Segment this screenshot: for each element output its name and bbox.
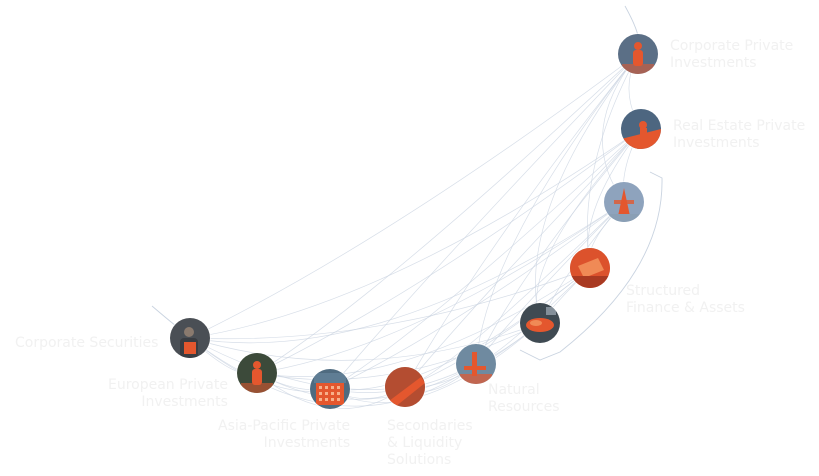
node-unlabeled-node-3[interactable] <box>604 182 644 222</box>
connection-arc <box>475 128 642 365</box>
node-label-secondaries-liquidity-solutions: Secondaries & Liquidity Solutions <box>387 418 473 468</box>
connection-arc <box>256 53 639 374</box>
node-label-corporate-securities: Corporate Securities <box>15 335 159 351</box>
connection-arc <box>189 201 625 344</box>
bracket-line <box>151 305 177 327</box>
node-label-asia-pacific-private-investments: Asia-Pacific Private Investments <box>218 418 351 451</box>
connection-arc <box>329 53 639 390</box>
node-corporate-private-investments[interactable] <box>618 34 658 74</box>
node-photo <box>604 182 644 222</box>
node-real-estate-private-investments[interactable] <box>621 109 661 149</box>
connection-arc <box>404 53 639 388</box>
connection-arc <box>189 337 406 390</box>
connection-arc <box>256 201 625 374</box>
connection-arc <box>189 322 541 361</box>
node-photo <box>237 353 277 393</box>
node-label-corporate-private-investments: Corporate Private Investments <box>670 38 794 71</box>
node-photo <box>618 34 658 74</box>
node-label-structured-finance-assets: Structured Finance & Assets <box>626 283 745 316</box>
node-label-real-estate-private-investments: Real Estate Private Investments <box>673 118 806 151</box>
connection-arc <box>256 363 477 400</box>
connection-arc <box>189 267 591 340</box>
node-corporate-securities[interactable] <box>170 318 210 358</box>
node-photo <box>385 367 425 407</box>
node-photo <box>520 303 560 343</box>
bracket-line <box>519 171 663 361</box>
bracket-line <box>624 5 639 37</box>
node-unlabeled-node-5[interactable] <box>520 303 560 343</box>
node-european-private-investments[interactable] <box>237 353 277 393</box>
connection-arc <box>256 267 591 377</box>
node-secondaries-liquidity-solutions[interactable] <box>385 367 425 407</box>
connection-arc <box>189 128 642 339</box>
connection-arc <box>404 201 625 388</box>
connection-arc <box>329 201 625 390</box>
node-photo <box>310 369 350 409</box>
node-asia-pacific-private-investments[interactable] <box>310 369 350 409</box>
connection-arc <box>256 128 642 374</box>
connection-arc <box>329 128 642 390</box>
connection-arc <box>475 53 639 365</box>
node-label-natural-resources: Natural Resources <box>488 382 560 415</box>
node-label-european-private-investments: European Private Investments <box>108 377 228 410</box>
connection-arc <box>189 53 639 339</box>
node-photo <box>570 248 610 288</box>
node-photo <box>621 109 661 149</box>
node-photo <box>170 318 210 358</box>
node-structured-finance-assets[interactable] <box>570 248 610 288</box>
node-natural-resources[interactable] <box>456 344 496 384</box>
connection-arc <box>404 128 642 388</box>
node-photo <box>456 344 496 384</box>
